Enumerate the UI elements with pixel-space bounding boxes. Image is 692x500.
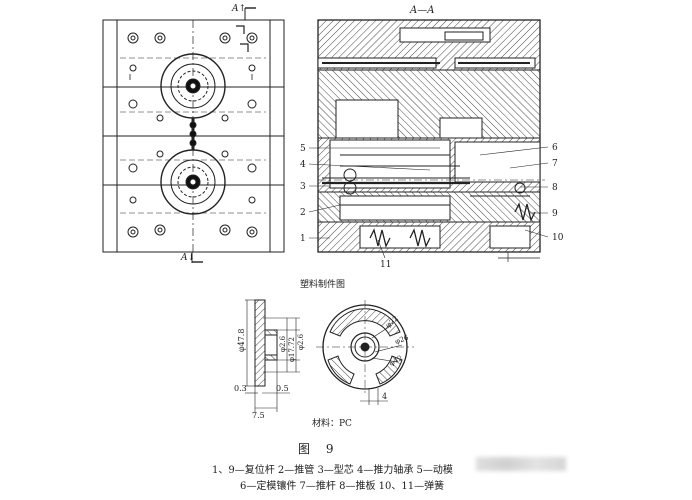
lower-cavity xyxy=(160,149,226,215)
upper-cavity xyxy=(160,53,226,119)
callout-1: 1 xyxy=(300,234,306,244)
dim-d26a: φ2.6 xyxy=(279,335,287,352)
dim-d26b: φ2.6 xyxy=(297,333,305,350)
section-title: A—A xyxy=(409,5,434,16)
top-view xyxy=(102,7,285,263)
leader-lines xyxy=(308,146,549,259)
legend-line-2: 6—定模镶件 7—推杆 8—推板 10、11—弹簧 xyxy=(240,481,445,492)
section-mark-bottom: A↓ xyxy=(180,253,195,263)
callout-3: 3 xyxy=(300,182,306,192)
callout-2: 2 xyxy=(300,208,306,218)
callout-7: 7 xyxy=(552,159,558,169)
dim-t75: 7.5 xyxy=(252,411,265,420)
dim-t03: 0.3 xyxy=(234,384,247,393)
callout-4: 4 xyxy=(300,160,306,170)
dim-t05: 0.5 xyxy=(276,384,289,393)
figure-number: 图 9 xyxy=(298,442,340,456)
callout-10: 10 xyxy=(552,233,564,243)
part-drawing-title: 塑料制件图 xyxy=(300,278,345,290)
part-side-view xyxy=(245,299,300,412)
callout-11: 11 xyxy=(380,260,391,270)
dim-d47: φ47.8 xyxy=(237,329,246,352)
legend-line-1: 1、9—复位杆 2—推管 3—型芯 4—推力轴承 5—动模 xyxy=(212,465,453,476)
callout-9: 9 xyxy=(552,209,558,219)
callout-8: 8 xyxy=(552,183,558,193)
callout-5: 5 xyxy=(300,144,306,154)
screw-holes xyxy=(127,32,258,238)
dim-d1772: φ17.72 xyxy=(288,337,296,362)
watermark-blur xyxy=(476,457,566,471)
dim-d26c: φ26 xyxy=(394,333,410,345)
part-front-view xyxy=(316,300,414,405)
material-note: 材料：PC xyxy=(312,417,352,429)
section-mark-top: A↑ xyxy=(231,4,246,14)
dim-w4: 4 xyxy=(382,392,387,401)
callout-6: 6 xyxy=(552,143,558,153)
section-view xyxy=(308,19,549,262)
